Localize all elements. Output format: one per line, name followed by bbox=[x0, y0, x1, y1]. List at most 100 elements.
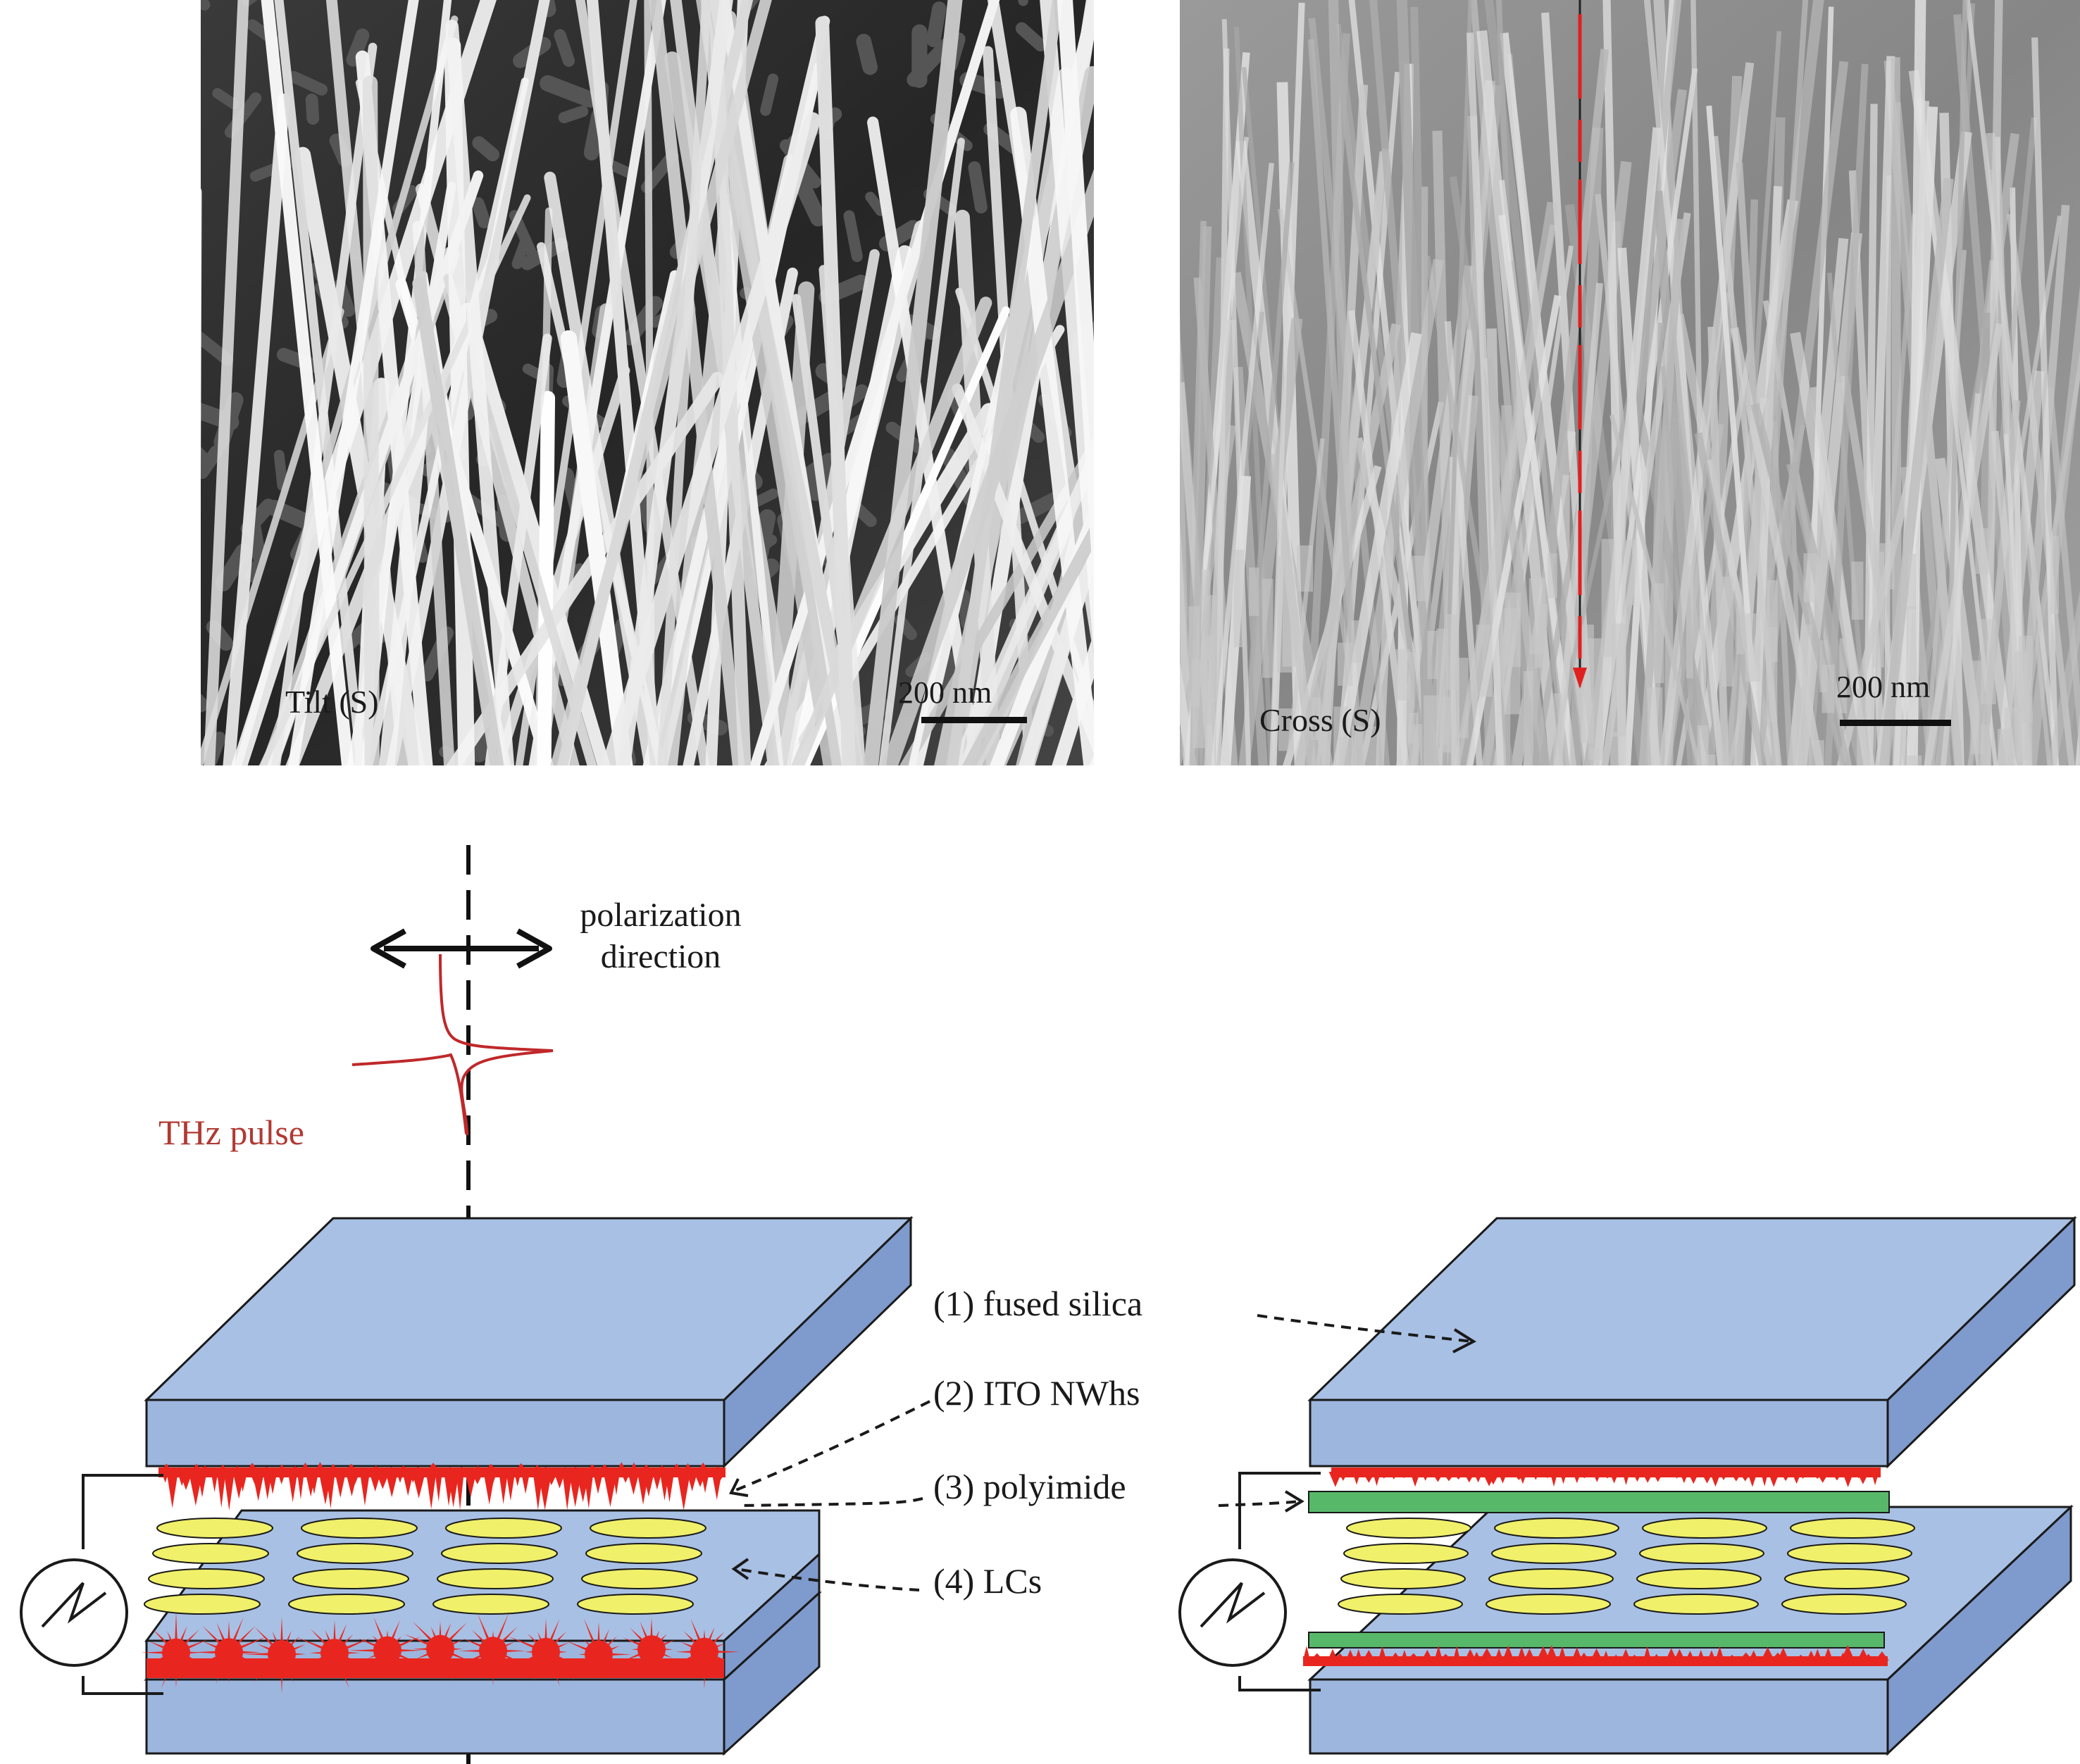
cross-nanowire bbox=[1221, 19, 1252, 765]
ito-spike bbox=[1875, 1651, 1889, 1660]
cross-nanowire-base bbox=[1590, 748, 1600, 765]
cross-nanowire-base bbox=[1202, 569, 1211, 661]
sem-tilt-nanowires bbox=[201, 0, 1094, 765]
tilt-stub bbox=[212, 87, 239, 110]
ito-whisker bbox=[340, 1638, 371, 1652]
ito-spike bbox=[1632, 1472, 1643, 1482]
ito-layer bbox=[158, 1468, 725, 1477]
right-ito-nanowhiskers-top bbox=[1328, 1468, 1881, 1487]
ito-spike bbox=[531, 1465, 544, 1472]
cross-nanowire-base bbox=[1851, 561, 1864, 620]
ito-whisker-core bbox=[426, 1634, 454, 1663]
ito-spike bbox=[1545, 1645, 1558, 1660]
ito-spike bbox=[216, 1472, 226, 1508]
tilt-stub bbox=[968, 161, 988, 214]
ito-spike bbox=[1652, 1653, 1662, 1660]
ito-spike bbox=[1378, 1646, 1387, 1660]
ito-spike bbox=[1730, 1472, 1743, 1482]
ito-spike bbox=[443, 1467, 457, 1472]
ito-whisker bbox=[280, 1660, 283, 1694]
arrow-to-polyimide bbox=[1218, 1500, 1300, 1507]
lc-molecule bbox=[585, 1543, 702, 1564]
ito-spike bbox=[1472, 1651, 1481, 1660]
right-circuit bbox=[1178, 1472, 1321, 1691]
ito-spike bbox=[1338, 1472, 1348, 1482]
cross-nanowire-base bbox=[1547, 553, 1557, 599]
cross-nanowire-base bbox=[1745, 613, 1761, 682]
cross-nanowire-base bbox=[1736, 606, 1744, 655]
arrow-to-lcs-left bbox=[739, 1497, 923, 1507]
lc-molecule bbox=[1340, 1568, 1466, 1589]
ito-spike bbox=[344, 1463, 358, 1472]
cross-nanowire-base bbox=[1535, 603, 1547, 668]
cross-nanowire bbox=[1180, 661, 1197, 765]
cross-nanowire-base bbox=[1721, 576, 1734, 687]
ito-spike bbox=[1738, 1652, 1753, 1660]
tilt-stub bbox=[511, 236, 531, 270]
ito-spike bbox=[1748, 1650, 1759, 1660]
tilt-nanowire bbox=[550, 0, 772, 765]
cross-nanowire-base bbox=[1276, 556, 1293, 673]
tilt-nanowire bbox=[412, 277, 504, 765]
ito-whisker bbox=[161, 1658, 175, 1689]
label-ito-nwhs: (2) ITO NWhs bbox=[933, 1373, 1140, 1413]
ito-spike bbox=[1398, 1472, 1409, 1479]
ito-spike bbox=[1409, 1472, 1421, 1487]
ito-spike bbox=[1621, 1649, 1631, 1660]
ito-spike bbox=[397, 1465, 411, 1472]
lc-molecule bbox=[1494, 1518, 1619, 1539]
sem-image-tilt: Tilt (S) 200 nm bbox=[201, 0, 1094, 765]
cross-nanowire-base bbox=[1970, 661, 1985, 754]
ito-spike bbox=[1372, 1472, 1381, 1487]
tilt-nanowire bbox=[990, 497, 1094, 765]
cross-nanowire-base bbox=[1802, 624, 1812, 737]
ito-spike bbox=[1767, 1472, 1780, 1487]
ito-spike bbox=[1431, 1472, 1445, 1482]
ito-spike bbox=[1842, 1472, 1854, 1487]
ito-spike bbox=[359, 1472, 370, 1506]
tilt-stub bbox=[346, 28, 370, 67]
cross-nanowire bbox=[1310, 148, 1391, 765]
lc-molecule bbox=[1346, 1518, 1471, 1539]
cross-nanowire-base bbox=[1352, 726, 1364, 765]
ito-spike bbox=[1797, 1472, 1809, 1479]
lc-molecule bbox=[445, 1518, 562, 1539]
cross-nanowire bbox=[1827, 273, 1871, 765]
ito-spike bbox=[515, 1463, 528, 1472]
ito-spike bbox=[232, 1465, 243, 1472]
ito-whisker bbox=[280, 1616, 283, 1648]
tilt-nanowire bbox=[379, 334, 436, 765]
cross-nanowire-base bbox=[1351, 620, 1362, 663]
ito-spike bbox=[571, 1466, 580, 1472]
ito-spike bbox=[297, 1472, 304, 1500]
tilt-nanowire bbox=[223, 93, 290, 765]
lc-molecule bbox=[1787, 1543, 1912, 1564]
ito-spike bbox=[1362, 1650, 1375, 1660]
tilt-stub bbox=[1015, 22, 1047, 52]
ito-spike bbox=[1377, 1472, 1390, 1479]
cross-nanowire-base bbox=[1524, 671, 1533, 765]
sem-cross-scale-bar bbox=[1840, 720, 1951, 726]
left-ito-nanowhiskers-bottom bbox=[141, 1612, 740, 1694]
lc-molecule bbox=[297, 1543, 413, 1564]
ito-spike bbox=[1352, 1472, 1361, 1485]
ito-spike bbox=[1816, 1472, 1830, 1483]
ito-spike bbox=[411, 1466, 425, 1472]
cross-nanowire-base bbox=[1445, 614, 1459, 690]
lc-molecule bbox=[441, 1543, 558, 1564]
ito-spike bbox=[484, 1463, 498, 1472]
cross-nanowire-base bbox=[1872, 551, 1884, 668]
right-top-slab bbox=[1307, 1215, 2077, 1469]
ito-whisker-core bbox=[373, 1636, 401, 1665]
cross-nanowire-base bbox=[1249, 567, 1259, 616]
layer-labels: (1) fused silica (2) ITO NWhs (3) polyim… bbox=[729, 1284, 1477, 1601]
ito-spike bbox=[473, 1465, 482, 1472]
ito-spike bbox=[603, 1472, 618, 1507]
cross-nanowire-base bbox=[1803, 553, 1818, 603]
cross-nanowire-base bbox=[1409, 713, 1419, 765]
cross-nanowire-base bbox=[1705, 754, 1716, 765]
thz-pulse-label: THz pulse bbox=[158, 1113, 304, 1152]
ito-spike bbox=[1439, 1653, 1452, 1660]
ito-spike bbox=[1463, 1472, 1476, 1483]
